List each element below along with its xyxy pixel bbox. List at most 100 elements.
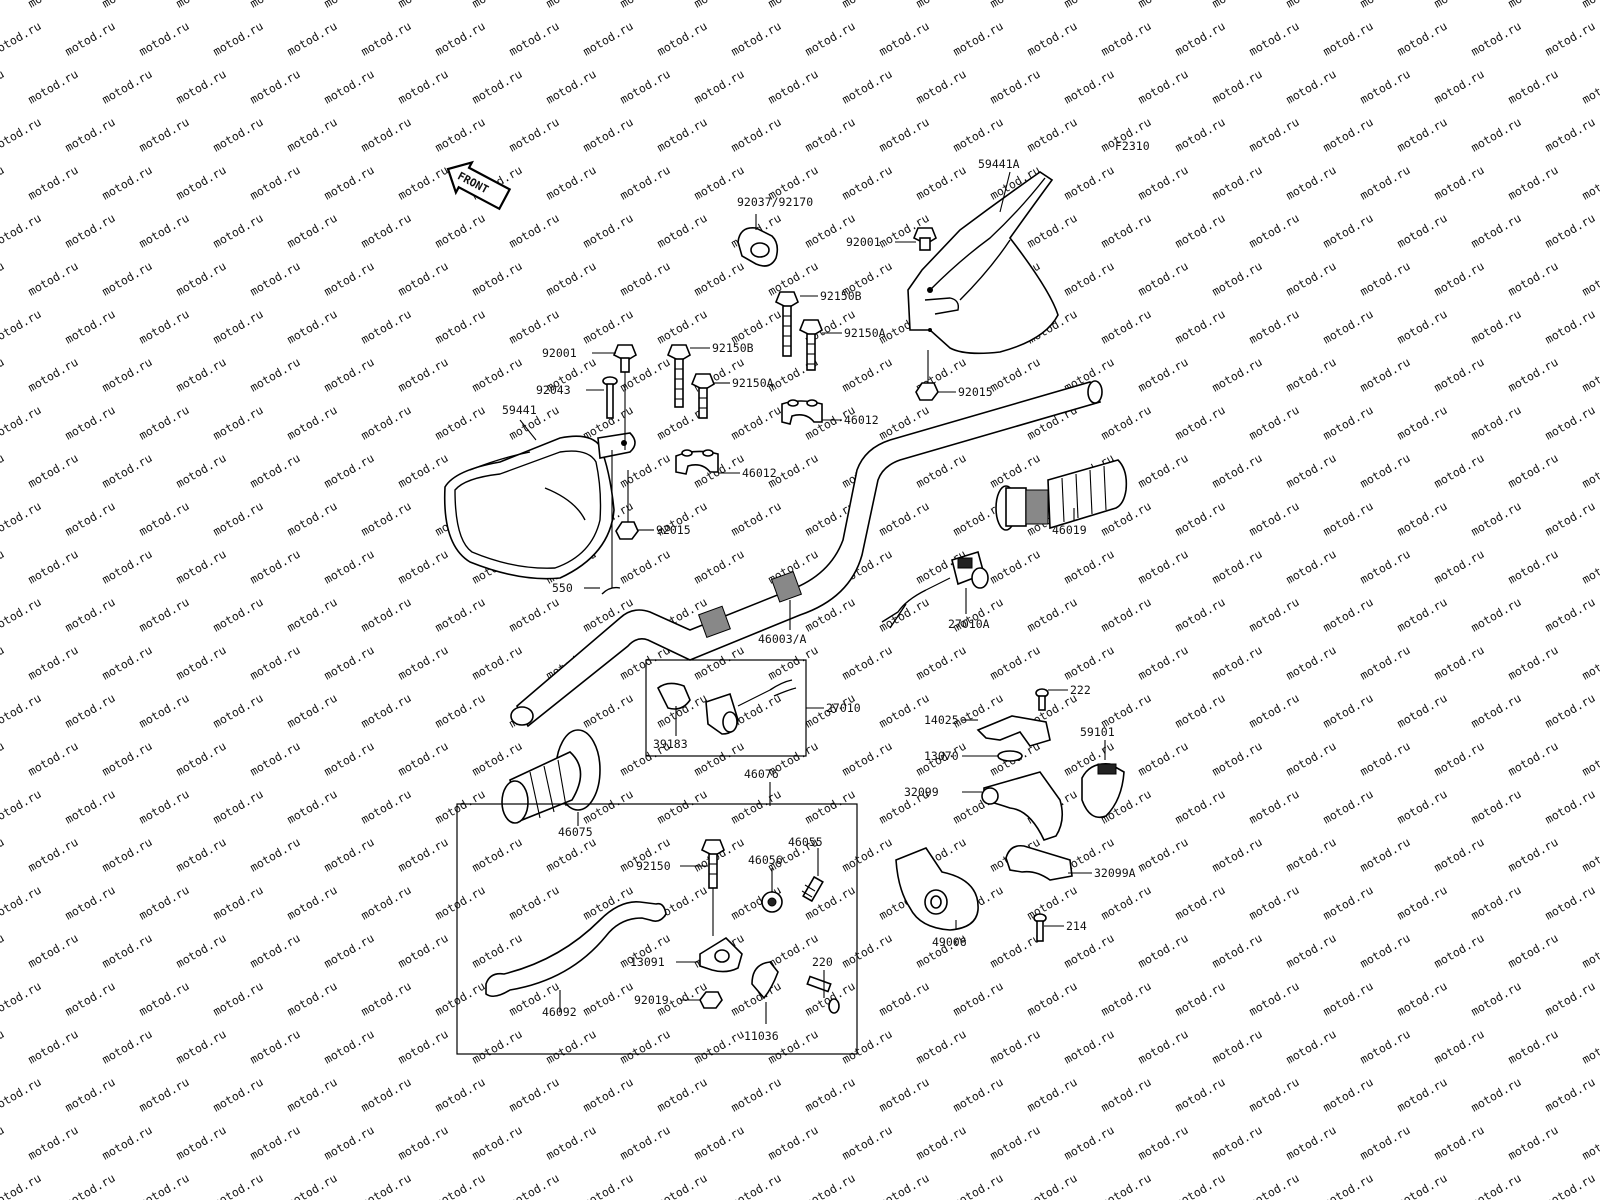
watermark-text: motod.ru <box>1506 643 1561 683</box>
watermark-text: motod.ru <box>840 739 895 779</box>
watermark-text: motod.ru <box>137 307 192 347</box>
watermark-text: motod.ru <box>396 259 451 299</box>
watermark-text: motod.ru <box>137 19 192 59</box>
watermark-text: motod.ru <box>1247 1075 1302 1115</box>
front-arrow-icon: FRONT <box>446 160 512 211</box>
watermark-text: motod.ru <box>433 979 488 1019</box>
watermark-text: motod.ru <box>1395 211 1450 251</box>
leader-lines <box>519 171 1106 1024</box>
label-46055: 46055 <box>788 835 823 849</box>
watermark-text: motod.ru <box>137 115 192 155</box>
watermark-text: motod.ru <box>248 643 303 683</box>
watermark-text: motod.ru <box>470 739 525 779</box>
watermark-text: motod.ru <box>1321 787 1376 827</box>
watermark-text: motod.ru <box>581 1075 636 1115</box>
watermark-text: motod.ru <box>1506 259 1561 299</box>
watermark-text: motod.ru <box>0 1123 6 1163</box>
watermark-text: motod.ru <box>100 931 155 971</box>
watermark-text: motod.ru <box>914 0 969 11</box>
watermark-text: motod.ru <box>1580 931 1600 971</box>
watermark-text: motod.ru <box>1580 0 1600 11</box>
watermark-text: motod.ru <box>1543 403 1598 443</box>
label-11036: 11036 <box>744 1029 779 1043</box>
watermark-text: motod.ru <box>100 67 155 107</box>
watermark-text: motod.ru <box>174 163 229 203</box>
watermark-text: motod.ru <box>988 355 1043 395</box>
watermark-text: motod.ru <box>1136 355 1191 395</box>
watermark-text: motod.ru <box>359 115 414 155</box>
watermark-text: motod.ru <box>1395 595 1450 635</box>
watermark-text: motod.ru <box>951 115 1006 155</box>
watermark-text: motod.ru <box>988 1027 1043 1067</box>
watermark-text: motod.ru <box>211 403 266 443</box>
watermark-text: motod.ru <box>137 1075 192 1115</box>
watermark-text: motod.ru <box>1025 115 1080 155</box>
watermark-text: motod.ru <box>655 1171 710 1200</box>
watermark-text: motod.ru <box>1099 307 1154 347</box>
adjuster-46055 <box>801 875 824 903</box>
watermark-text: motod.ru <box>729 499 784 539</box>
watermark-text: motod.ru <box>0 259 6 299</box>
watermark-text: motod.ru <box>100 835 155 875</box>
watermark-text: motod.ru <box>248 835 303 875</box>
watermark-text: motod.ru <box>285 307 340 347</box>
watermark-text: motod.ru <box>544 0 599 11</box>
watermark-text: motod.ru <box>0 979 43 1019</box>
watermark-text: motod.ru <box>359 787 414 827</box>
watermark-text: motod.ru <box>248 931 303 971</box>
watermark-text: motod.ru <box>1543 595 1598 635</box>
watermark-text: motod.ru <box>655 1075 710 1115</box>
handlebar-46003 <box>510 380 1103 728</box>
watermark-text: motod.ru <box>0 355 6 395</box>
bolt-92150 <box>700 839 725 936</box>
watermark-text: motod.ru <box>1432 67 1487 107</box>
watermark-text: motod.ru <box>0 1075 43 1115</box>
watermark-text: motod.ru <box>211 499 266 539</box>
grip-right-46019 <box>995 459 1128 531</box>
label-92150A-top: 92150A <box>844 326 886 340</box>
watermark-text: motod.ru <box>26 0 81 11</box>
watermark-text: motod.ru <box>26 259 81 299</box>
watermark-text: motod.ru <box>1580 547 1600 587</box>
watermark-text: motod.ru <box>433 19 488 59</box>
watermark-text: motod.ru <box>507 1171 562 1200</box>
watermark-text: motod.ru <box>433 1171 488 1200</box>
watermark-text: motod.ru <box>359 307 414 347</box>
watermark-text: motod.ru <box>1247 883 1302 923</box>
watermark-text: motod.ru <box>988 451 1043 491</box>
watermark-text: motod.ru <box>396 931 451 971</box>
watermark-text: motod.ru <box>1395 1075 1450 1115</box>
watermark-text: motod.ru <box>729 1075 784 1115</box>
watermark-text: motod.ru <box>396 1027 451 1067</box>
watermark-text: motod.ru <box>470 931 525 971</box>
watermark-text: motod.ru <box>63 307 118 347</box>
watermark-text: motod.ru <box>1321 19 1376 59</box>
watermark-text: motod.ru <box>1284 835 1339 875</box>
watermark-text: motod.ru <box>1432 1027 1487 1067</box>
watermark-text: motod.ru <box>0 547 6 587</box>
watermark-text: motod.ru <box>1469 403 1524 443</box>
watermark-text: motod.ru <box>655 307 710 347</box>
watermark-text: motod.ru <box>211 979 266 1019</box>
watermark-text: motod.ru <box>1358 67 1413 107</box>
watermark-text: motod.ru <box>322 163 377 203</box>
watermark-text: motod.ru <box>951 19 1006 59</box>
switch-27010A <box>881 550 989 629</box>
watermark-text: motod.ru <box>618 0 673 11</box>
watermark-text: motod.ru <box>544 1027 599 1067</box>
label-92015-top: 92015 <box>958 385 993 399</box>
watermark-text: motod.ru <box>581 307 636 347</box>
watermark-text: motod.ru <box>1284 547 1339 587</box>
watermark-text: motod.ru <box>1284 67 1339 107</box>
watermark-text: motod.ru <box>0 1171 43 1200</box>
watermark-text: motod.ru <box>0 931 6 971</box>
watermark-text: motod.ru <box>396 547 451 587</box>
watermark-text: motod.ru <box>396 355 451 395</box>
watermark-text: motod.ru <box>137 979 192 1019</box>
watermark-text: motod.ru <box>1210 1027 1265 1067</box>
watermark-text: motod.ru <box>618 1123 673 1163</box>
watermark-text: motod.ru <box>1173 499 1228 539</box>
watermark-text: motod.ru <box>988 0 1043 11</box>
watermark-text: motod.ru <box>1469 1075 1524 1115</box>
watermark-text: motod.ru <box>359 499 414 539</box>
